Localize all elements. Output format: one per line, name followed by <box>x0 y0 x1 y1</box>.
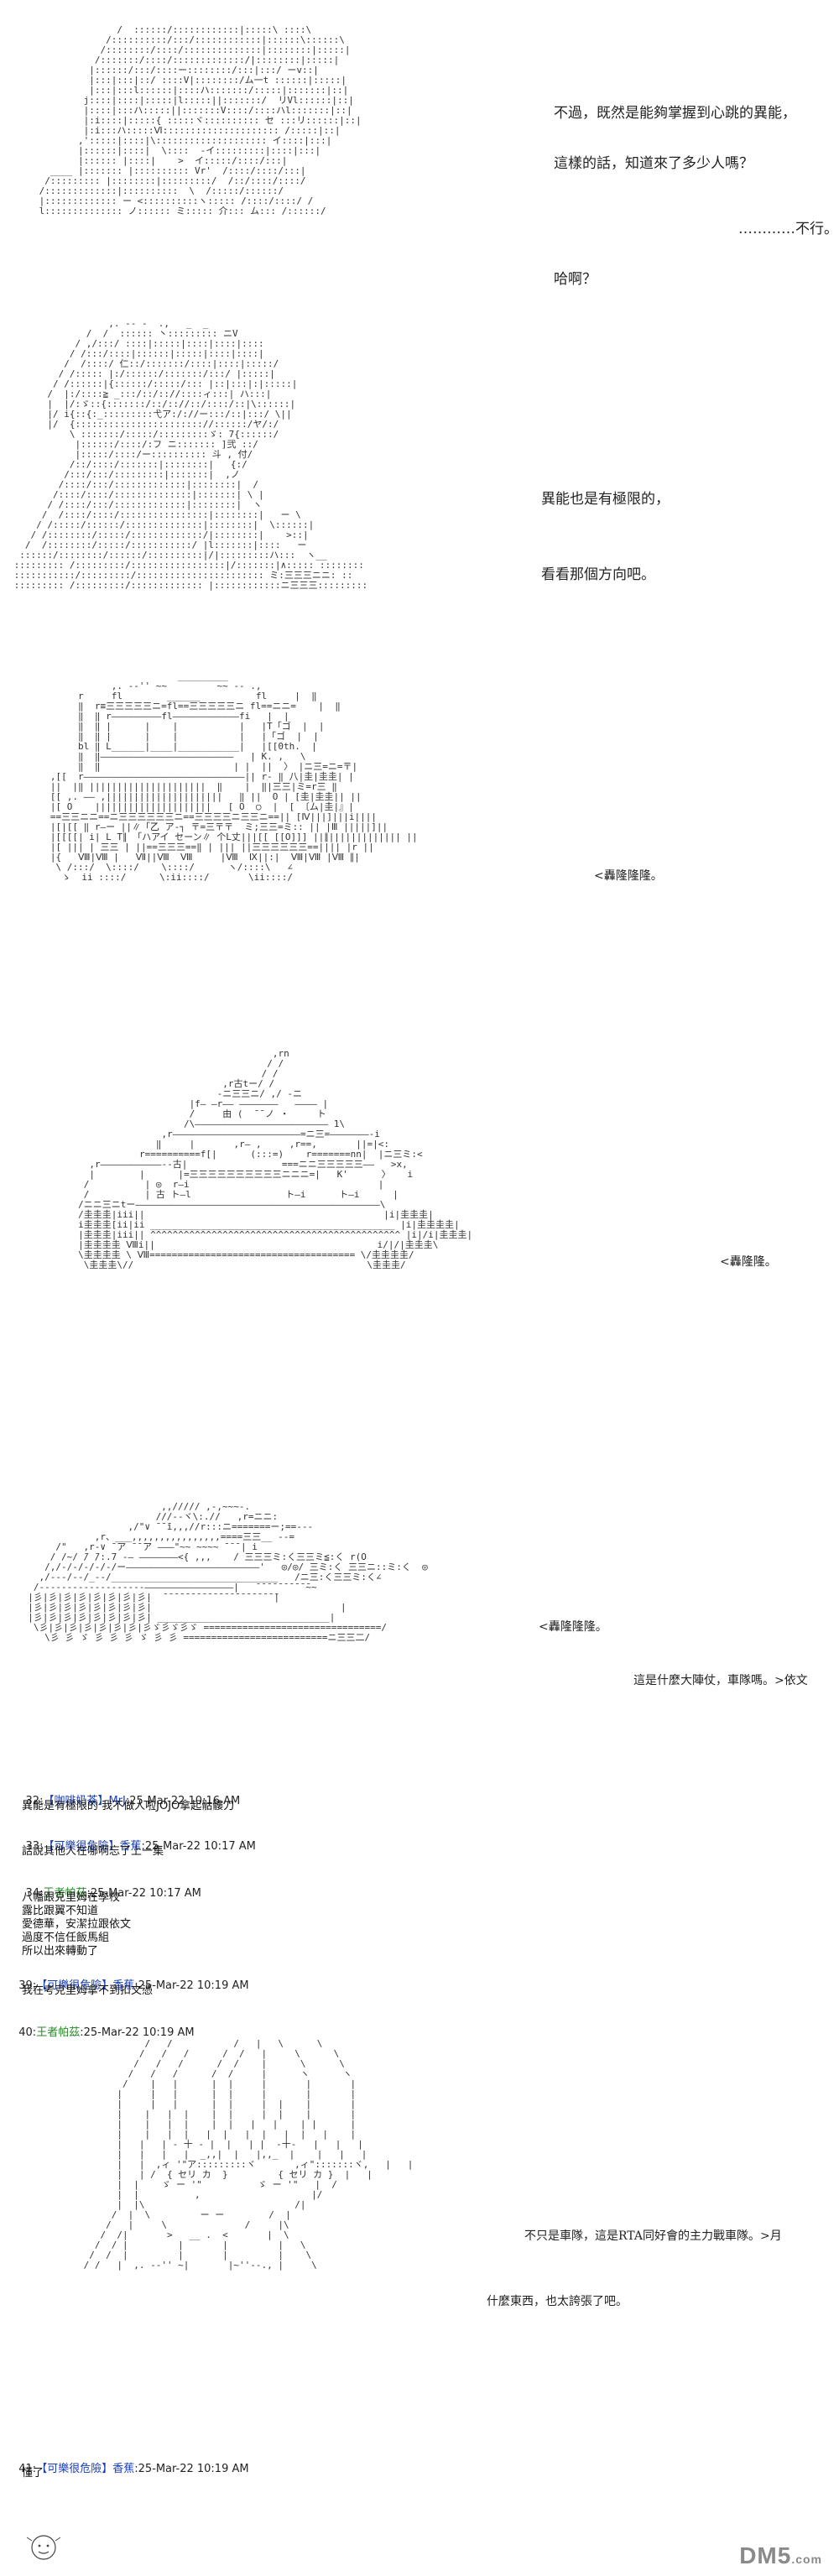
post-body: 我在考克里姆拿不到扣文憑 <box>22 1984 154 1997</box>
post-number: 41: <box>18 2463 37 2475</box>
sound-effect: <轟隆隆。 <box>720 1255 777 1269</box>
doodle-face-icon <box>26 2535 61 2560</box>
post-number: 40: <box>18 2026 37 2039</box>
post-header: 34:王者帕茲:25-Mar-22 10:17 AM <box>12 1871 201 1912</box>
dialogue-line: …………不行。>月 <box>738 221 839 237</box>
post-date: :25-Mar-22 10:17 AM <box>141 1840 256 1853</box>
site-watermark-logo: DM5.com <box>739 2542 822 2569</box>
post-date: :25-Mar-22 10:19 AM <box>134 2463 249 2475</box>
dialogue-line: 異能也是有極限的， <box>541 491 670 508</box>
dialogue-line: 看看那個方向吧。 <box>541 566 655 583</box>
post-header: 40:王者帕茲:25-Mar-22 10:19 AM <box>12 2010 195 2039</box>
post-body: 懂了 <box>22 2467 44 2480</box>
poster-name-link[interactable]: 【可樂很危險】香蕉 <box>43 1840 142 1853</box>
panel-3: _________ ,. -‐'' ~~ ~~ ‐- ., r fl _____… <box>0 663 839 1040</box>
ascii-art-tank-1: ,rn / / / / ,r古tー/ / -ニ三三ニ/ ,/ -ニ |f― <box>78 1049 473 1270</box>
post-header: 39:【可樂很危險】香蕉:25-Mar-22 10:19 AM <box>12 1963 249 1992</box>
dialogue-line: 不過，既然是能夠掌握到心跳的異能， <box>554 105 796 122</box>
dialogue-line: 不只是車隊，這是RTA同好會的主力戰車隊。>月 <box>524 2229 782 2243</box>
post-body: 話說其他人在哪啊忘了上一集 <box>22 1845 164 1858</box>
post-date: :25-Mar-22 10:16 AM <box>125 1795 241 1807</box>
post-number: 33: <box>25 1840 44 1853</box>
watermark-brand: DM5 <box>739 2542 792 2568</box>
comment-thread: 32:【咖啡奶茶】MrJ:25-Mar-22 10:16 AM 異能是有極限的 … <box>0 1770 839 1900</box>
watermark-suffix: .com <box>791 2553 822 2566</box>
post-header: 41:【可樂很危險】香蕉:25-Mar-22 10:19 AM <box>12 2447 249 2475</box>
poster-name[interactable]: 王者帕茲 <box>43 1887 87 1900</box>
poster-name-link[interactable]: 【咖啡奶茶】MrJ <box>43 1795 126 1807</box>
panel-2: ,. -‐ - ., _ _ / / :::::: 丶::::::::: ニV … <box>0 310 839 663</box>
post-header: 33:【可樂很危險】香蕉:25-Mar-22 10:17 AM <box>12 1824 256 1865</box>
post-header: 32:【咖啡奶茶】MrJ:25-Mar-22 10:16 AM <box>12 1779 241 1820</box>
panel-4: ,rn / / / / ,r古tー/ / -ニ三三ニ/ ,/ -ニ |f― <box>0 1040 839 1460</box>
post-number: 39: <box>18 1979 37 1992</box>
dialogue-line: 什麼東西，也太誇張了吧。 <box>487 2295 628 2308</box>
ascii-art-girl-2: ,. -‐ - ., _ _ / / :::::: 丶::::::::: ニV … <box>13 319 368 591</box>
ascii-art-girl-1: / ::::::/::::::::::::|:::::\ ::::\ /::::… <box>39 25 362 216</box>
poster-name-link[interactable]: 【可樂很危險】香蕉 <box>36 2463 135 2475</box>
panel-1: / ::::::/::::::::::::|:::::\ ::::\ /::::… <box>0 0 839 310</box>
post-date: :25-Mar-22 10:19 AM <box>80 2026 195 2039</box>
dialogue-line: 哈啊？ <box>554 271 597 288</box>
ascii-art-girl-3: / / / | \ \ / / / / / | \ \ / / / / / | … <box>83 2039 414 2271</box>
post-body: 八幡跟克里姆在學校 露比跟翼不知道 愛德華，安潔拉跟依文 過度不信任飯馬組 所以… <box>22 1891 132 1958</box>
post-date: :25-Mar-22 10:19 AM <box>134 1979 249 1992</box>
post-date: :25-Mar-22 10:17 AM <box>86 1887 201 1900</box>
poster-name-link[interactable]: 【可樂很危險】香蕉 <box>36 1979 135 1992</box>
sound-effect: <轟隆隆隆。 <box>594 869 663 883</box>
ascii-art-truck: _________ ,. -‐'' ~~ ~~ ‐- ., r fl _____… <box>50 671 418 883</box>
post-number: 32: <box>25 1795 44 1807</box>
poster-name[interactable]: 王者帕茲 <box>36 2026 81 2039</box>
caption-line: 這是什麼大陣仗，車隊嗎。>依文 <box>633 1674 808 1687</box>
panel-5: ,,///// ,-,~~~-. ///--ヾ\:.// ,r=ニニ: ,/"∨… <box>0 1460 839 1770</box>
post-number: 34: <box>25 1887 44 1900</box>
panel-6: / / / | \ \ / / / / / | \ \ / / / / / | … <box>0 2031 839 2425</box>
post-body: 異能是有極限的 我不做人啦JOJO拿起骷髏刀 <box>22 1800 235 1812</box>
dialogue-line: 這樣的話，知道來了多少人嗎？ <box>554 155 753 172</box>
ascii-art-tank-2: ,,///// ,-,~~~-. ///--ヾ\:.// ,r=ニニ: ,/"∨… <box>28 1502 428 1643</box>
sound-effect: <轟隆隆隆。 <box>539 1620 607 1634</box>
